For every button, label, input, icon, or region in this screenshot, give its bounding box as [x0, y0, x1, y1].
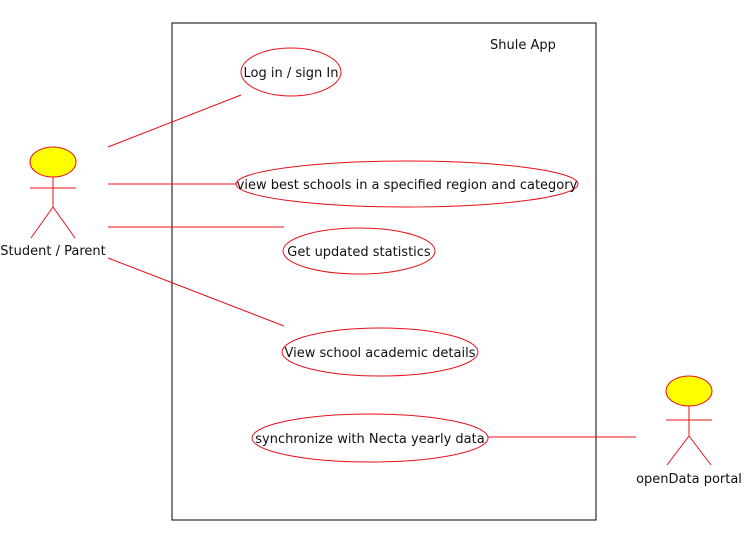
- use-case-sync-necta: synchronize with Necta yearly data: [251, 413, 489, 463]
- actor-head-icon: [665, 375, 713, 407]
- actor-head-icon: [29, 146, 77, 178]
- system-title: Shule App: [490, 38, 556, 53]
- actor-right-leg: [688, 435, 712, 466]
- use-case-ellipse: [282, 227, 436, 275]
- use-case-login: Log in / sign In: [240, 47, 342, 97]
- use-case-label: synchronize with Necta yearly data: [255, 432, 484, 447]
- actor-label-student-parent: Student / Parent: [0, 244, 105, 259]
- actor-opendata-portal: openData portal: [636, 375, 742, 487]
- use-case-ellipse: [240, 47, 342, 97]
- actor-right-leg: [52, 206, 76, 239]
- association-login: [107, 94, 242, 148]
- use-case-academic-details: View school academic details: [281, 327, 479, 377]
- actor-student-parent: Student / Parent: [0, 146, 106, 259]
- use-case-ellipse: [235, 160, 579, 208]
- use-case-ellipse: [281, 327, 479, 377]
- actor-left-leg: [666, 435, 690, 466]
- system-boundary: [171, 22, 597, 521]
- actor-label-opendata-portal: openData portal: [636, 472, 742, 487]
- use-case-ellipse: [251, 413, 489, 463]
- use-case-label: Log in / sign In: [244, 66, 339, 81]
- use-case-statistics: Get updated statistics: [282, 227, 436, 275]
- use-case-label: View school academic details: [285, 346, 476, 361]
- use-case-best-schools: view best schools in a specified region …: [235, 160, 579, 208]
- use-case-label: Get updated statistics: [287, 245, 431, 260]
- actor-left-leg: [30, 206, 54, 239]
- association-academic-details: [107, 257, 285, 327]
- use-case-label: view best schools in a specified region …: [237, 178, 578, 193]
